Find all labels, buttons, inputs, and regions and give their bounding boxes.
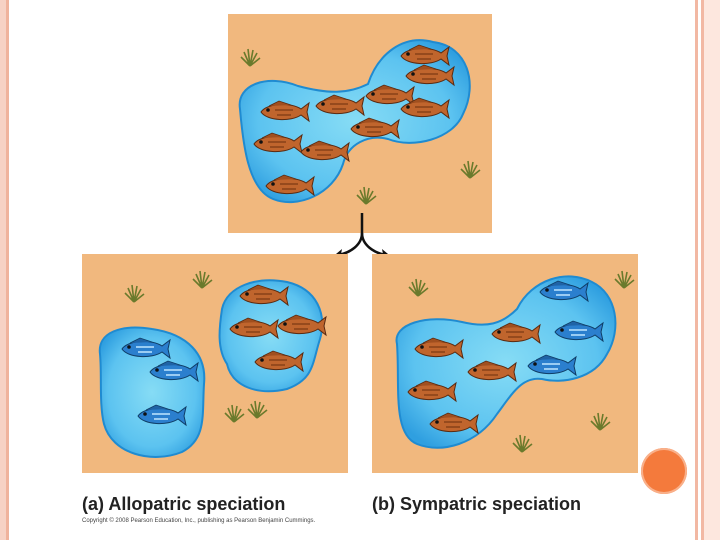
- copyright-text: Copyright © 2008 Pearson Education, Inc.…: [82, 518, 316, 524]
- original-population-panel: [228, 14, 492, 233]
- arrow-right-icon: [360, 232, 387, 257]
- slide-accent-dot: [641, 448, 687, 494]
- left-border-decoration: [0, 0, 9, 540]
- allopatric-panel: [82, 254, 348, 473]
- pond-left: [98, 326, 206, 458]
- pond: [395, 275, 617, 449]
- caption-allopatric: (a) Allopatric speciation: [82, 494, 286, 514]
- arrow-left-icon: [337, 213, 364, 257]
- right-stripe-decoration: [692, 0, 720, 540]
- caption-sympatric: (b) Sympatric speciation: [372, 494, 582, 514]
- sympatric-panel: [372, 254, 638, 473]
